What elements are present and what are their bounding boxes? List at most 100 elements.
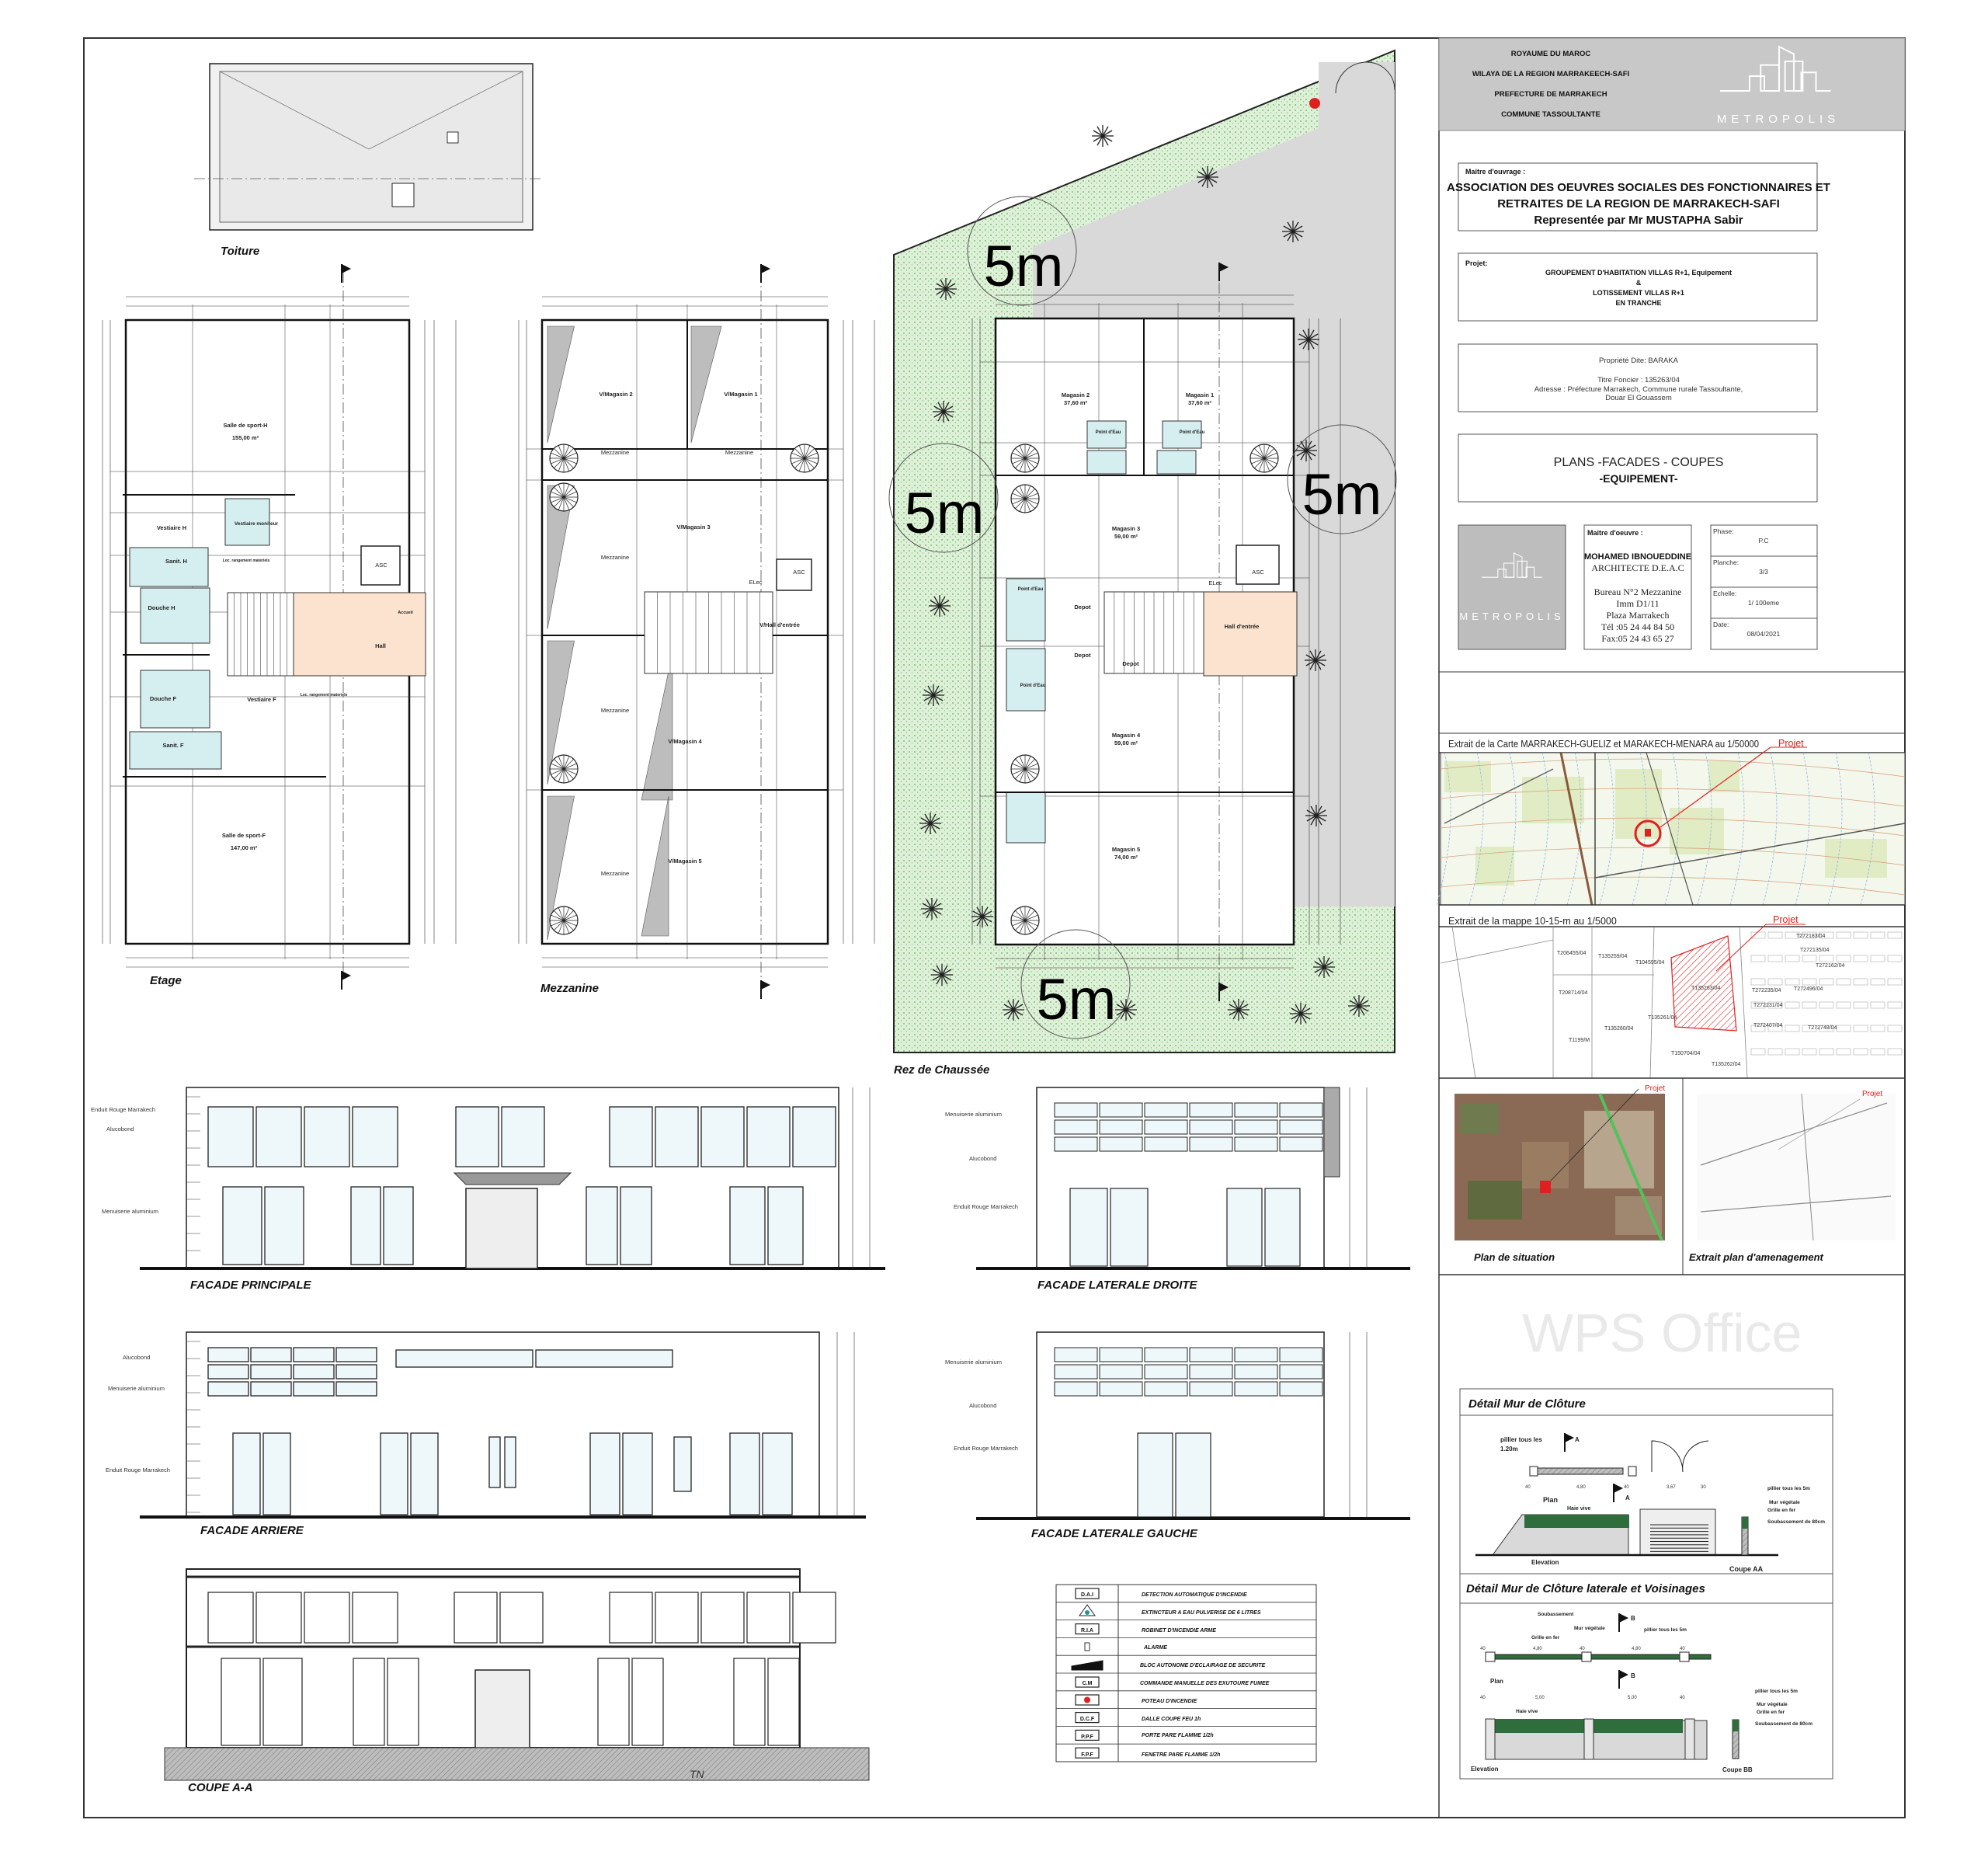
lot-outline <box>1819 978 1834 986</box>
lot-outline <box>1836 1001 1851 1009</box>
glass-panel <box>232 1432 261 1515</box>
glass-panel <box>250 1364 292 1380</box>
stair-tread <box>1263 458 1274 468</box>
rdc-label: Rez de Chaussée <box>894 1063 989 1077</box>
architect-label: Maitre d'oeuvre : <box>1587 529 1643 537</box>
stair-tread <box>1019 498 1026 512</box>
palm-frond <box>922 908 933 915</box>
palm-tree-icon <box>1348 995 1370 1017</box>
legend-code: R.I.A <box>1081 1628 1093 1634</box>
palm-frond <box>976 916 983 927</box>
legend-text: DETECTION AUTOMATIQUE D'INCENDIE <box>1142 1592 1247 1598</box>
glass-panel <box>207 1364 249 1380</box>
room-area: 147,00 m² <box>231 844 258 851</box>
drawing-shapes <box>102 37 1906 1781</box>
annotation: Alucobond <box>123 1354 150 1361</box>
room-label: Douche F <box>150 695 177 702</box>
facade-gauche-label: FACADE LATERALE GAUCHE <box>1031 1527 1198 1540</box>
palm-frond <box>1207 176 1218 183</box>
section-opening <box>700 1592 745 1644</box>
address-line: Douar El Gouassem <box>1605 394 1672 402</box>
stair-tread <box>1012 492 1026 499</box>
palm-frond <box>1292 221 1299 232</box>
aerial-patch <box>1468 1181 1522 1220</box>
palm-tree-icon <box>935 278 957 300</box>
glass-panel <box>1054 1347 1098 1362</box>
palm-frond <box>1308 333 1319 340</box>
stair-tread <box>558 907 565 921</box>
phase-value: P.C <box>1758 537 1768 545</box>
palm-frond <box>1315 805 1322 816</box>
room-label: V/Magasin 4 <box>668 738 702 745</box>
palm-frond <box>972 910 983 917</box>
section-mark: B <box>1631 1672 1635 1679</box>
stair-tread <box>804 448 815 459</box>
owner-box <box>1458 162 1818 231</box>
pillar <box>1529 1466 1538 1477</box>
detail-label: Soubassement de 80cm <box>1767 1519 1825 1525</box>
stair-tread <box>1024 763 1038 770</box>
palm-frond <box>1349 1005 1360 1012</box>
annotation: Alucobond <box>969 1155 996 1162</box>
room-area: 155,00 m² <box>232 434 259 441</box>
palm-frond <box>1292 231 1299 242</box>
stair-tread <box>1024 910 1035 921</box>
lot-outline <box>1853 955 1868 962</box>
lot-outline <box>1750 1025 1766 1032</box>
logo-line <box>1482 552 1542 578</box>
lot-outline <box>1785 955 1800 962</box>
lot-outline <box>1853 1025 1868 1032</box>
room-label: Sanit. H <box>165 558 187 565</box>
lot-outline <box>1887 931 1903 939</box>
lot-outline <box>1785 1001 1800 1009</box>
projet-pointer-label: Projet <box>1778 738 1804 749</box>
section-arrow-icon <box>1565 1433 1574 1442</box>
palm-frond <box>939 605 950 612</box>
extinguisher-icon <box>1079 1604 1096 1616</box>
glass-panel <box>335 1364 377 1380</box>
room-label: V/Magasin 2 <box>599 391 632 398</box>
section-arrow-icon <box>342 971 351 980</box>
contour-line <box>1440 847 1906 866</box>
palm-frond <box>933 694 940 705</box>
stair-tread <box>563 756 570 770</box>
stair-tread <box>804 458 815 468</box>
palm-frond <box>920 823 931 830</box>
glass-panel <box>1099 1102 1143 1118</box>
stair-tread <box>1254 458 1265 468</box>
stair-tread <box>1263 452 1277 459</box>
stair-tread <box>1024 492 1038 499</box>
stair-tread <box>1024 485 1031 499</box>
lot-outline <box>1870 931 1885 939</box>
stair-tread <box>558 768 565 782</box>
detail-label: Coupe AA <box>1729 1565 1764 1573</box>
palm-frond <box>939 605 946 616</box>
stair-tread <box>1015 910 1026 921</box>
room-area: 59,00 m² <box>1114 533 1138 540</box>
stair-tread <box>1263 448 1274 459</box>
extinguisher-icon <box>1085 1610 1090 1615</box>
legend-text: ROBINET D'INCENDIE ARME <box>1142 1628 1216 1634</box>
stair-tread <box>804 445 811 459</box>
palm-frond <box>939 596 946 607</box>
palm-frond <box>1232 1000 1239 1011</box>
stair-tread <box>1015 920 1026 931</box>
glass-panel <box>535 1349 673 1368</box>
annotation: Menuiserie aluminium <box>945 1359 1002 1366</box>
palm-frond <box>1291 1013 1302 1020</box>
palm-frond <box>1093 135 1103 142</box>
stair-tread <box>798 458 805 471</box>
glass-panel <box>1054 1136 1098 1152</box>
palm-frond <box>1295 1004 1302 1014</box>
water-line <box>1468 752 1484 906</box>
glass-panel <box>488 1436 501 1488</box>
stair-tread <box>551 763 565 770</box>
palm-frond <box>1305 440 1312 451</box>
palm-frond <box>927 694 934 705</box>
mezzanine-void <box>641 652 673 801</box>
palm-frond <box>1306 809 1317 816</box>
glass-panel <box>1137 1432 1173 1518</box>
glass-panel <box>335 1347 377 1362</box>
palm-frond <box>945 283 956 290</box>
palm-frond <box>1102 126 1109 137</box>
